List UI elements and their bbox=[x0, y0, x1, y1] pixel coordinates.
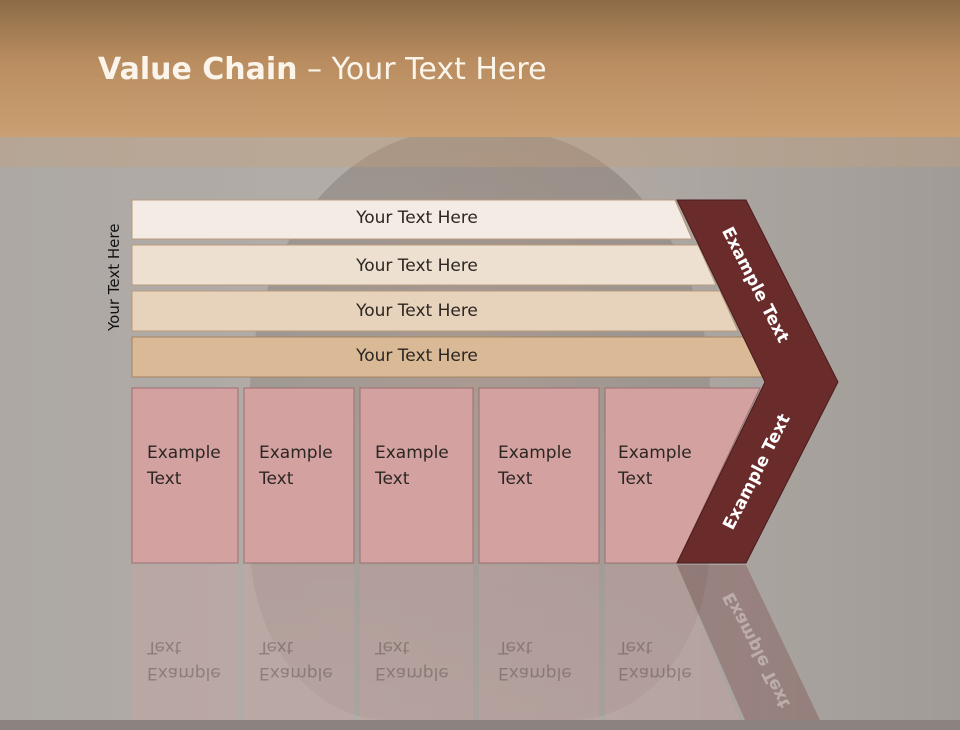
cell-box-3 bbox=[359, 387, 474, 564]
cell-reflection-4 bbox=[479, 565, 599, 720]
title-bold: Value Chain bbox=[98, 52, 298, 87]
cell-reflection-2 bbox=[244, 565, 354, 720]
cell-reflection-5 bbox=[605, 565, 740, 720]
title-rest: – Your Text Here bbox=[297, 52, 547, 87]
header-band bbox=[0, 137, 960, 167]
chevron-arrow bbox=[676, 199, 839, 564]
row-label-1: Your Text Here bbox=[356, 208, 478, 228]
reflection-group bbox=[132, 565, 820, 720]
row-label-3: Your Text Here bbox=[356, 301, 478, 321]
cell-reflection-1 bbox=[132, 565, 238, 720]
cell-box-1 bbox=[131, 387, 239, 564]
header-bar bbox=[0, 0, 960, 137]
row-label-4: Your Text Here bbox=[356, 346, 478, 366]
row-box-2 bbox=[131, 244, 717, 286]
cell-box-2 bbox=[243, 387, 355, 564]
cell-reflection-3 bbox=[360, 565, 473, 720]
page-title: Value Chain – Your Text Here bbox=[98, 52, 547, 87]
chevron-reflection bbox=[677, 565, 820, 720]
row-box-3 bbox=[131, 290, 739, 332]
row-box-1 bbox=[131, 199, 693, 240]
row-label-2: Your Text Here bbox=[356, 256, 478, 276]
cell-box-4 bbox=[478, 387, 600, 564]
